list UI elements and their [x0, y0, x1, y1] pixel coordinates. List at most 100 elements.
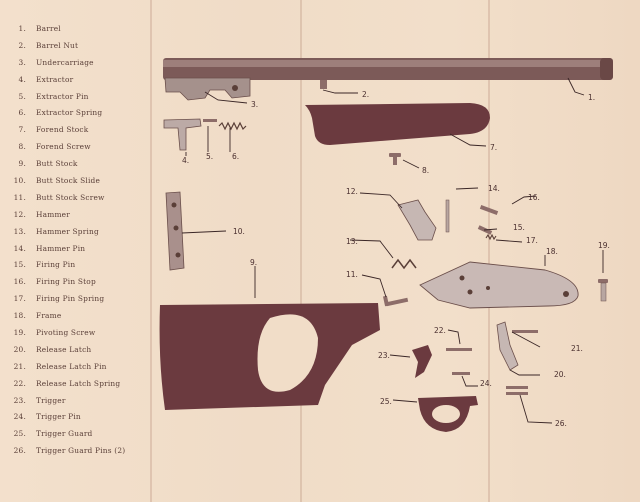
callout-20: 20. — [554, 370, 566, 379]
parts-list-item: 22. Release Latch Spring — [0, 375, 150, 392]
callout-10: 10. — [233, 227, 245, 236]
hammer-spring-part — [391, 258, 417, 270]
part-number: 25. — [13, 429, 26, 439]
parts-list-item: 5. Extractor Pin — [0, 88, 150, 105]
parts-list-item: 25.Trigger Guard — [0, 425, 150, 442]
callout-8: 8. — [422, 166, 430, 175]
page-fold-line — [150, 0, 152, 502]
callout-22: 22. — [434, 326, 446, 335]
callout-17: 17. — [526, 236, 538, 245]
part-name: Barrel — [36, 23, 61, 33]
callout-23: 23. — [378, 351, 390, 360]
part-name: Hammer Spring — [36, 226, 99, 236]
parts-list-item: 15.Firing Pin — [0, 256, 150, 273]
callout-2: 2. — [362, 90, 370, 99]
extractor-part — [163, 118, 202, 151]
forend-stock-part — [305, 103, 490, 145]
part-number: 20. — [13, 344, 26, 354]
trigger-part — [412, 345, 432, 378]
callout-4: 4. — [182, 156, 190, 165]
part-name: Hammer — [36, 209, 70, 219]
part-number: 26. — [13, 446, 26, 456]
parts-list-item: 24. Trigger Pin — [0, 408, 150, 425]
extractor-pin-part — [203, 119, 217, 122]
part-number: 6. — [18, 108, 26, 118]
parts-list-item: 17. Firing Pin Spring — [0, 290, 150, 307]
part-number: 3. — [18, 57, 26, 67]
parts-list-item: 4.Extractor — [0, 71, 150, 88]
callout-9: 9. — [250, 258, 258, 267]
frame-part — [419, 261, 579, 309]
part-name: Trigger — [36, 395, 66, 405]
callout-25: 25. — [380, 397, 392, 406]
trigger-guard-part — [418, 396, 478, 432]
callout-5: 5. — [206, 152, 214, 161]
firing-pin-spring-part — [485, 233, 497, 241]
parts-list-item: 19.Pivoting Screw — [0, 324, 150, 341]
trigger-pin-part — [452, 372, 470, 375]
extractor-spring-part — [218, 121, 247, 131]
parts-list-item: 12. Hammer — [0, 206, 150, 223]
callout-11: 11. — [346, 270, 358, 279]
part-number: 18. — [13, 311, 26, 321]
part-name: Release Latch Pin — [36, 361, 107, 371]
part-name: Extractor Spring — [36, 108, 103, 118]
hammer-pin-part — [445, 199, 450, 233]
parts-list-item: 9. Butt Stock — [0, 155, 150, 172]
pivoting-screw-part — [598, 279, 608, 302]
butt-stock-slide-part — [165, 191, 185, 271]
part-number: 8. — [18, 142, 26, 152]
part-number: 5. — [18, 91, 26, 101]
release-latch-pin-part — [512, 330, 538, 333]
part-number: 9. — [18, 159, 26, 169]
parts-list-item: 2. Barrel Nut — [0, 37, 150, 54]
part-number: 17. — [13, 294, 26, 304]
part-number: 2. — [18, 40, 26, 50]
callout-16: 16. — [528, 193, 540, 202]
release-latch-part — [496, 321, 519, 371]
parts-list-item: 8. Forend Screw — [0, 138, 150, 155]
undercarriage-part — [164, 77, 251, 101]
part-number: 22. — [13, 378, 26, 388]
part-name: Barrel Nut — [36, 40, 79, 50]
parts-list-item: 16. Firing Pin Stop — [0, 273, 150, 290]
part-number: 21. — [13, 361, 26, 371]
part-number: 24. — [13, 412, 26, 422]
part-name: Butt Stock Screw — [36, 192, 105, 202]
barrel-part — [163, 58, 613, 80]
page-fold-line — [488, 0, 490, 502]
parts-list-item: 23.Trigger — [0, 392, 150, 409]
part-name: Extractor Pin — [36, 91, 89, 101]
part-number: 1. — [18, 23, 26, 33]
part-number: 16. — [13, 277, 26, 287]
callout-1: 1. — [588, 93, 596, 102]
part-name: Trigger Guard Pins (2) — [36, 446, 126, 456]
callout-24: 24. — [480, 379, 492, 388]
part-name: Release Latch Spring — [36, 378, 121, 388]
callout-26: 26. — [555, 419, 567, 428]
part-number: 12. — [13, 209, 26, 219]
parts-list-item: 10.Butt Stock Slide — [0, 172, 150, 189]
part-name: Frame — [36, 311, 62, 321]
parts-list-item: 13. Hammer Spring — [0, 223, 150, 240]
barrel-nut-part — [320, 80, 327, 89]
parts-list-item: 21. Release Latch Pin — [0, 358, 150, 375]
parts-list-item: 20. Release Latch — [0, 341, 150, 358]
part-name: Firing Pin — [36, 260, 76, 270]
part-name: Firing Pin Spring — [36, 294, 105, 304]
callout-3: 3. — [251, 100, 259, 109]
parts-list-item: 14.Hammer Pin — [0, 240, 150, 257]
part-number: 4. — [18, 74, 26, 84]
callout-6: 6. — [232, 152, 240, 161]
part-name: Firing Pin Stop — [36, 277, 96, 287]
butt-stock-cutout — [257, 314, 318, 392]
callout-13: 13. — [346, 237, 358, 246]
part-name: Trigger Pin — [36, 412, 81, 422]
part-number: 13. — [13, 226, 26, 236]
part-name: Forend Screw — [36, 142, 91, 152]
parts-list-item: 3.Undercarriage — [0, 54, 150, 71]
part-name: Butt Stock — [36, 159, 78, 169]
part-name: Release Latch — [36, 344, 92, 354]
callout-14: 14. — [488, 184, 500, 193]
